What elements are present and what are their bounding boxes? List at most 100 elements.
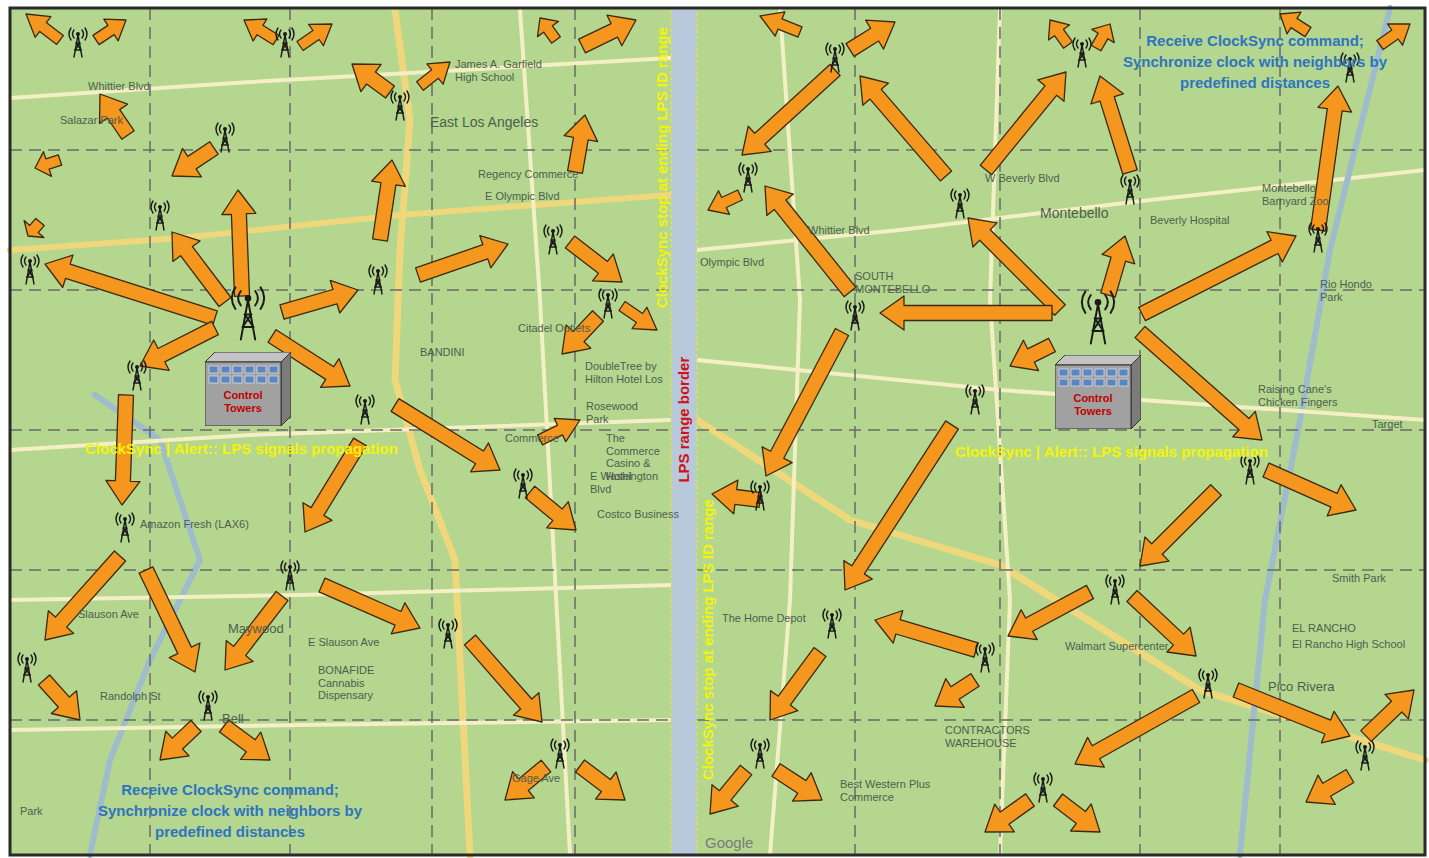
building-roof xyxy=(205,352,291,362)
propagation-note: ClockSync | Alert:: LPS signals propagat… xyxy=(955,443,1268,460)
cell-tower-icon xyxy=(1106,575,1124,604)
tower-tip xyxy=(1042,778,1045,781)
cell-tower-icon xyxy=(1199,669,1217,698)
place-name: Maywood xyxy=(228,622,284,637)
signal-arc xyxy=(369,265,371,277)
signal-arc xyxy=(1047,775,1049,783)
signal-arrow xyxy=(1361,690,1414,741)
signal-arc xyxy=(1105,295,1108,309)
signal-arrow xyxy=(464,635,542,722)
tower-brace xyxy=(243,314,252,327)
tower-tip xyxy=(289,566,292,569)
tower-brace xyxy=(982,658,987,665)
signal-arc xyxy=(1089,38,1091,50)
cell-tower-icon xyxy=(116,513,134,542)
signal-arc xyxy=(1088,295,1091,309)
signal-arc xyxy=(1050,773,1052,785)
range-stop-note: ClockSync stop at ending LPS ID range xyxy=(698,500,715,781)
signal-arrow xyxy=(1311,86,1352,231)
sync-command-note: Receive ClockSync command; Synchronize c… xyxy=(80,779,380,842)
signal-arc xyxy=(128,361,130,373)
signal-arrow xyxy=(244,19,279,45)
place-name: Smith Park xyxy=(1332,572,1386,585)
tower-tip xyxy=(759,744,762,747)
tower-brace xyxy=(605,304,610,311)
signal-arc xyxy=(544,225,546,237)
tower-brace xyxy=(957,204,962,211)
signal-arrow xyxy=(985,794,1034,832)
building-window xyxy=(1095,369,1104,376)
signal-arc xyxy=(966,385,968,397)
tower-tip xyxy=(1114,580,1117,583)
signal-arc xyxy=(551,739,553,751)
signal-arc xyxy=(846,301,848,313)
signal-arc xyxy=(752,165,754,173)
tower-tip xyxy=(124,518,127,521)
building-label-area: Control Towers xyxy=(205,352,281,414)
tower-brace xyxy=(122,528,127,535)
tower-tip xyxy=(831,614,834,617)
tower-tip xyxy=(246,296,251,301)
signal-arc xyxy=(404,93,406,101)
tower-tip xyxy=(834,48,837,51)
cell-tower-icon xyxy=(369,265,387,294)
signal-arc xyxy=(1356,741,1358,753)
street-name: Whittier Blvd xyxy=(808,224,870,237)
cell-tower-icon xyxy=(739,163,757,192)
place-name: Walmart Supercenter xyxy=(1065,640,1169,653)
building-window xyxy=(221,366,230,373)
signal-arc xyxy=(839,45,841,53)
cell-tower-icon xyxy=(276,28,294,57)
signal-arrow xyxy=(538,18,561,43)
tower-brace xyxy=(27,270,32,277)
building-window xyxy=(1059,369,1068,376)
signal-arrow xyxy=(1054,794,1101,832)
tower-tip xyxy=(984,648,987,651)
signal-arrow xyxy=(619,302,657,331)
cell-tower-icon xyxy=(439,619,457,648)
tower-tip xyxy=(377,270,380,273)
cell-tower-icon xyxy=(1082,291,1114,343)
tower-tip xyxy=(26,658,29,661)
tower-brace xyxy=(445,634,450,641)
signal-arc xyxy=(1077,40,1079,48)
signal-arc xyxy=(203,693,205,701)
signal-arc xyxy=(1125,177,1127,185)
signal-arc xyxy=(199,691,201,703)
signal-arrow xyxy=(875,611,978,658)
grid-line xyxy=(697,289,1425,291)
tower-brace xyxy=(282,43,287,50)
street-name: Slauson Ave xyxy=(78,608,139,621)
cell-tower-icon xyxy=(281,561,299,590)
tower-brace xyxy=(550,240,555,247)
cell-tower-icon xyxy=(391,91,409,120)
signal-arc xyxy=(755,163,757,175)
signal-arc xyxy=(1309,223,1311,235)
tower-tip xyxy=(284,33,287,36)
signal-arrow xyxy=(1008,585,1094,639)
place-name: BANDINI xyxy=(420,346,465,359)
building-window xyxy=(257,376,266,383)
tower-tip xyxy=(1317,228,1320,231)
signal-arrow xyxy=(762,329,848,477)
signal-arc xyxy=(22,655,24,663)
signal-arc xyxy=(751,739,753,751)
signal-arrow xyxy=(760,12,802,37)
tower-tip xyxy=(559,744,562,747)
building-front xyxy=(1055,365,1131,429)
tower-brace xyxy=(832,58,837,65)
signal-arrow xyxy=(352,64,394,98)
signal-arrow xyxy=(26,14,63,44)
control-tower-building: Control Towers xyxy=(1055,355,1141,429)
cell-tower-icon xyxy=(21,255,39,284)
signal-arc xyxy=(452,621,454,629)
building-window xyxy=(245,376,254,383)
signal-arc xyxy=(34,653,36,665)
signal-arc xyxy=(1034,773,1036,785)
tower-brace xyxy=(397,106,402,113)
signal-arc xyxy=(755,741,757,749)
grid-line xyxy=(854,8,856,855)
street-name: Olympic Blvd xyxy=(700,256,764,269)
signal-arc xyxy=(548,227,550,235)
place-name: The Home Depot xyxy=(722,612,806,625)
